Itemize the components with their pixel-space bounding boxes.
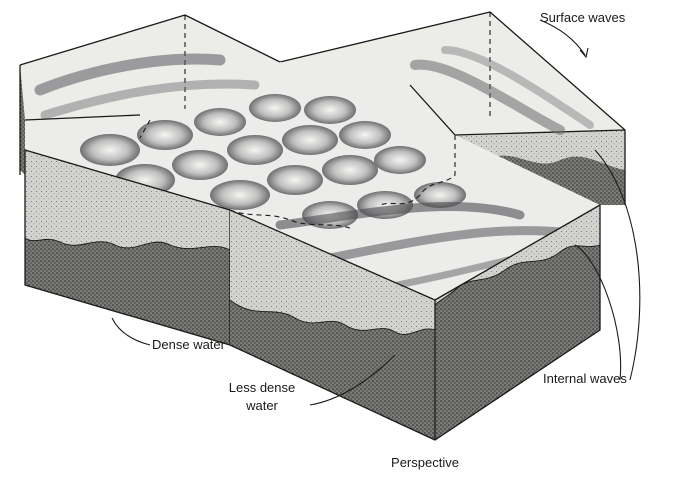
label-less-dense-line1: Less dense: [229, 380, 296, 395]
left-block-front-dense: [20, 65, 25, 175]
main-surface: [24, 62, 600, 300]
front-left-block: [24, 149, 231, 346]
label-perspective: Perspective: [391, 455, 459, 470]
front-right-left-face-upper: [230, 210, 435, 335]
front-right-right-face-dense: [435, 245, 600, 440]
leader-surface-waves: [539, 19, 586, 56]
front-right-block: [229, 204, 601, 441]
leader-internal-waves-2: [594, 149, 641, 381]
leader-lines: [111, 19, 641, 406]
label-dense-water: Dense water: [152, 337, 226, 352]
label-internal-waves: Internal waves: [543, 371, 627, 386]
leader-internal-waves-1: [574, 244, 622, 381]
label-less-dense-line2: water: [245, 398, 278, 413]
front-left-side-upper: [25, 150, 230, 250]
front-right-left-face-dense: [230, 300, 435, 440]
leader-less-dense: [309, 354, 396, 406]
back-block-upper-layer: [455, 130, 625, 170]
leader-dense-water: [111, 317, 151, 346]
label-surface-waves: Surface waves: [540, 10, 626, 25]
front-left-side-dense: [25, 238, 230, 345]
